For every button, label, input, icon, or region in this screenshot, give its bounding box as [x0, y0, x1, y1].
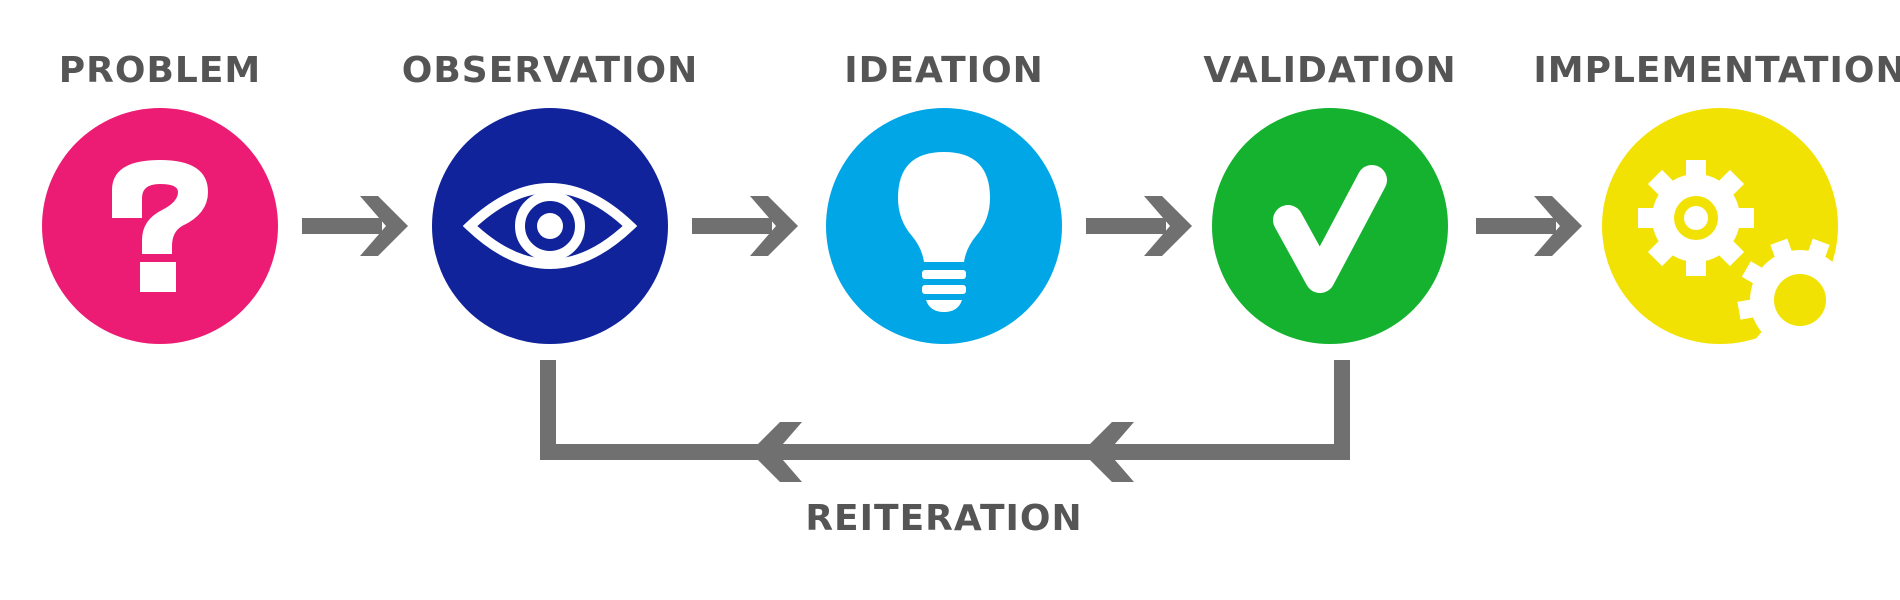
reiteration-loop [540, 360, 1350, 482]
loop-arrowhead-right [1082, 422, 1134, 482]
stage-ideation [826, 108, 1062, 344]
lightbulb-icon [898, 152, 990, 312]
stage-problem [42, 108, 278, 344]
arrow-ideation-to-validation [1086, 196, 1192, 256]
stage-label-validation: VALIDATION [1203, 50, 1456, 91]
question-mark-icon [112, 160, 208, 292]
loop-connector-line [540, 360, 1350, 460]
stage-label-ideation: IDEATION [844, 50, 1044, 91]
stage-label-observation: OBSERVATION [402, 50, 698, 91]
arrow-observation-to-ideation [692, 196, 798, 256]
arrow-problem-to-observation [302, 196, 408, 256]
loop-label-reiteration: REITERATION [805, 498, 1082, 539]
eye-icon [462, 183, 638, 269]
stage-validation [1212, 108, 1448, 344]
stage-observation [432, 108, 668, 344]
checkmark-icon [1273, 165, 1387, 293]
stage-label-problem: PROBLEM [59, 50, 262, 91]
stage-implementation [1602, 108, 1850, 354]
arrow-validation-to-implementation [1476, 196, 1582, 256]
stage-circle-validation [1212, 108, 1448, 344]
loop-arrowhead-left [750, 422, 802, 482]
stage-label-implementation: IMPLEMENTATION [1533, 50, 1900, 91]
gears-icon [1638, 160, 1850, 354]
